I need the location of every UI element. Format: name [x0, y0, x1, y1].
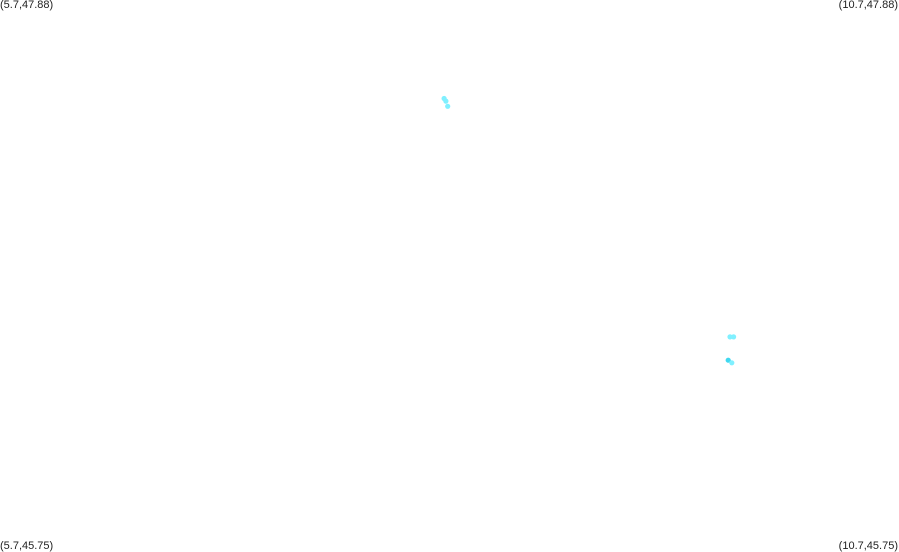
map-point [731, 334, 737, 340]
map-point [729, 360, 735, 366]
corner-label-top-left: (5.7,47.88) [0, 0, 54, 11]
corner-label-top-right: (10.7,47.88) [838, 0, 898, 11]
corner-label-bottom-left: (5.7,45.75) [0, 540, 54, 552]
corner-label-bottom-right: (10.7,45.75) [838, 540, 898, 552]
map-point [725, 357, 731, 363]
map-point [443, 98, 449, 104]
map-point [727, 334, 733, 340]
map-point [445, 103, 451, 109]
